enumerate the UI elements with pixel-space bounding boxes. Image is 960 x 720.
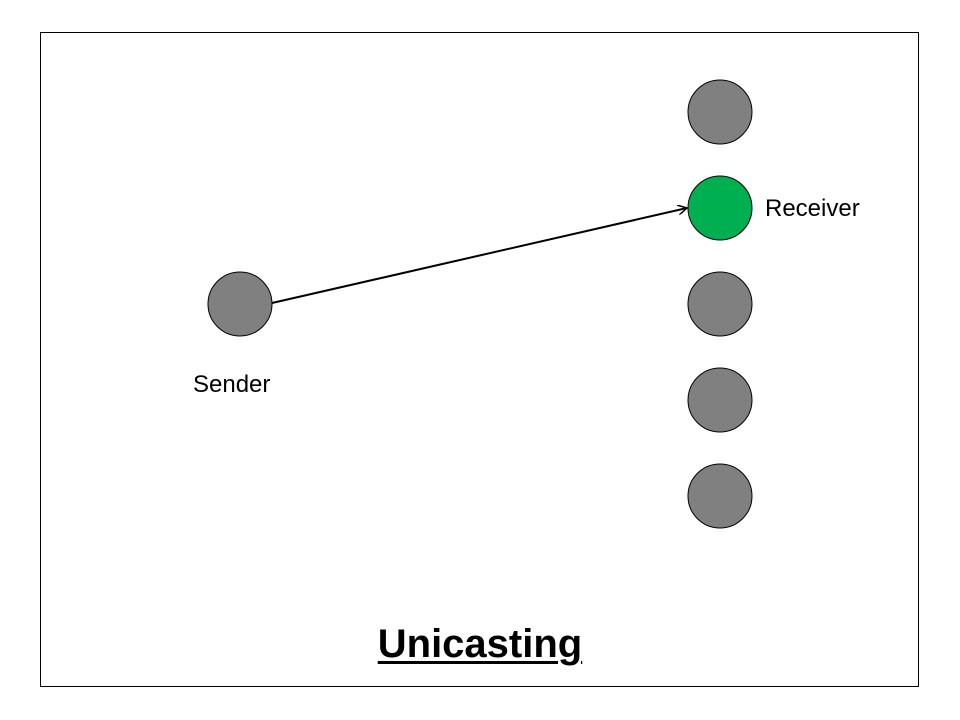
idle-node <box>687 271 753 337</box>
sender-label: Sender <box>193 371 271 398</box>
sender-node <box>207 271 273 337</box>
receiver-column <box>687 79 753 529</box>
slide-frame <box>40 32 919 687</box>
title-text: Unicasting <box>377 622 583 666</box>
idle-node <box>687 79 753 145</box>
receiver-node <box>687 175 753 241</box>
unicast-arrow <box>271 208 687 304</box>
idle-node <box>687 463 753 529</box>
receiver-label: Receiver <box>765 195 860 222</box>
idle-node <box>687 367 753 433</box>
diagram-title: Unicasting <box>0 622 960 667</box>
